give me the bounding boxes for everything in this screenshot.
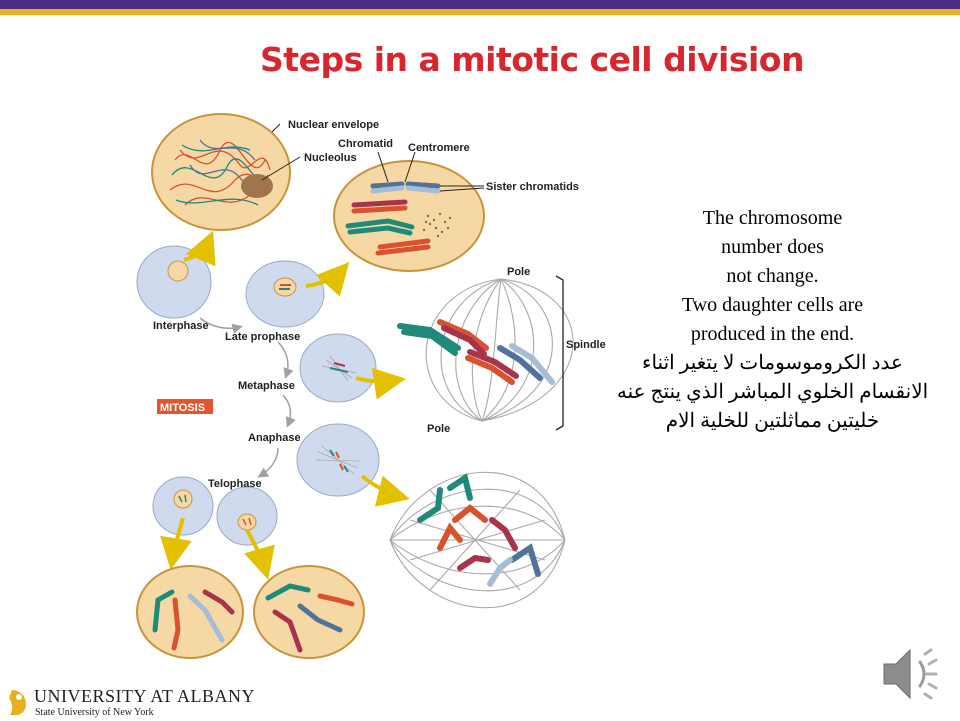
slide-title: Steps in a mitotic cell division <box>260 40 804 79</box>
metaphase-spindle <box>425 278 574 422</box>
cell-interphase-small <box>136 245 212 319</box>
university-logo: UNIVERSITY AT ALBANY State University of… <box>6 686 255 721</box>
label-nucleolus: Nucleolus <box>304 152 357 164</box>
label-interphase: Interphase <box>153 320 209 332</box>
label-anaphase: Anaphase <box>248 432 301 444</box>
caption-line-4: Two daughter cells are <box>681 294 864 316</box>
leader-nucleolus <box>261 156 301 181</box>
caption-text: The chromosome number does not change. T… <box>595 204 950 436</box>
label-pole-bottom: Pole <box>427 423 450 435</box>
audio-speaker-icon[interactable] <box>878 640 946 708</box>
leader-centromere <box>404 151 416 183</box>
yellow-arrow-telophase-1 <box>160 517 192 570</box>
label-chromatid: Chromatid <box>338 138 393 150</box>
flow-arrow-anaphase-telophase <box>257 447 279 478</box>
minerva-logo-icon <box>9 690 26 715</box>
label-nuclear-envelope: Nuclear envelope <box>288 119 379 131</box>
caption-arabic-line-3: خليتين مماثلتين للخلية الام <box>665 410 880 432</box>
caption-line-2: number does <box>721 236 824 258</box>
interphase-cell-large <box>151 113 291 231</box>
spindle-bracket <box>555 275 564 431</box>
caption-arabic-line-1: عدد الكروموسومات لا يتغير اثناء <box>642 352 903 374</box>
university-name: UNIVERSITY AT ALBANY <box>34 686 256 706</box>
label-telophase: Telophase <box>208 478 262 490</box>
label-late-prophase: Late prophase <box>225 331 300 343</box>
yellow-arrow-prophase <box>305 262 350 297</box>
caption-line-5: produced in the end. <box>690 323 855 345</box>
caption-arabic-line-2: الانقسام الخلوي المباشر الذي ينتج عنه <box>616 381 929 403</box>
caption-line-1: The chromosome <box>702 207 843 229</box>
anaphase-spindle <box>389 471 566 609</box>
label-metaphase: Metaphase <box>238 380 295 392</box>
leader-chromatid <box>377 151 389 183</box>
yellow-arrow-interphase <box>183 230 216 267</box>
cell-late-prophase-small <box>245 260 325 328</box>
cell-anaphase-small <box>296 423 380 497</box>
daughter-cell-2 <box>253 565 365 659</box>
anaphase-chromosomes <box>417 473 541 587</box>
flow-arrow-metaphase-anaphase <box>282 394 296 428</box>
daughter-cell-1 <box>136 565 244 659</box>
metaphase-chromosomes <box>397 319 555 385</box>
prophase-cell-large <box>333 160 485 272</box>
label-centromere: Centromere <box>408 142 470 154</box>
top-purple-bar <box>0 0 960 9</box>
yellow-arrow-telophase-2 <box>244 529 275 580</box>
mitosis-badge-label: MITOSIS <box>160 402 205 414</box>
label-sister-chromatids: Sister chromatids <box>486 181 579 193</box>
cell-telophase-small-1 <box>152 476 214 536</box>
yellow-arrow-anaphase <box>360 474 410 507</box>
leader-sister-chromatids-b <box>439 187 485 192</box>
cell-metaphase-small <box>299 333 377 403</box>
label-pole-top: Pole <box>507 266 530 278</box>
caption-line-3: not change. <box>726 265 819 287</box>
label-spindle: Spindle <box>566 339 606 351</box>
university-subtitle: State University of New York <box>35 707 154 718</box>
yellow-arrow-metaphase <box>355 367 406 400</box>
cell-telophase-small-2 <box>216 486 278 546</box>
mitosis-badge <box>157 399 213 414</box>
top-gold-bar <box>0 9 960 15</box>
flow-arrow-interphase-prophase <box>199 317 243 334</box>
flow-arrow-prophase-metaphase <box>277 341 294 379</box>
leader-nuclear-envelope <box>271 123 281 133</box>
